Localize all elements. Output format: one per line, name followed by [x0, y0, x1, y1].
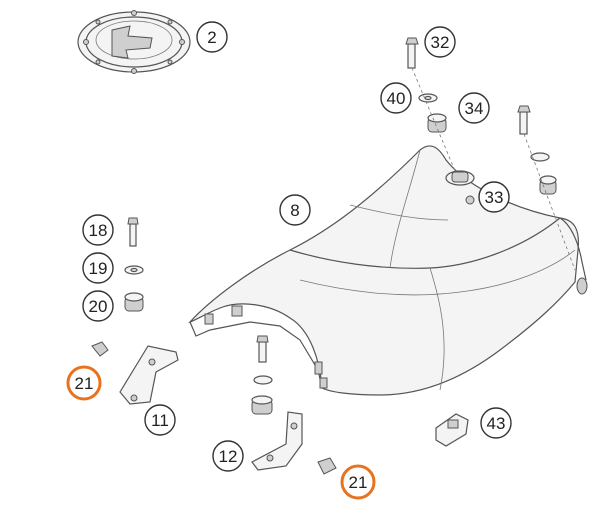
callout-label: 2 — [207, 28, 216, 47]
callout-label: 18 — [89, 221, 108, 240]
callout-layer: 2 32 40 34 33 8 18 19 20 21 11 12 43 21 — [66, 21, 512, 500]
callout-label: 8 — [290, 201, 299, 220]
callout-32: 32 — [424, 26, 456, 58]
callout-label: 43 — [487, 414, 506, 433]
callout-label: 11 — [151, 411, 169, 430]
callout-18: 18 — [82, 214, 114, 246]
callout-label: 12 — [219, 447, 238, 466]
bracket-11-part — [91, 341, 179, 405]
callout-2: 2 — [196, 21, 228, 53]
hardware-stack-right — [405, 37, 576, 271]
callout-43: 43 — [480, 407, 512, 439]
callout-19: 19 — [82, 252, 114, 284]
callout-20: 20 — [82, 290, 114, 322]
bracket-12-part — [251, 335, 337, 475]
callout-label: 21 — [349, 473, 368, 492]
callout-11: 11 — [144, 404, 176, 436]
callout-21-highlighted: 21 — [66, 365, 102, 401]
callout-label: 19 — [89, 259, 108, 278]
seat-part — [188, 145, 588, 396]
hardware-stack-left — [124, 217, 144, 312]
callout-12: 12 — [212, 440, 244, 472]
callout-label: 21 — [75, 374, 94, 393]
clip-43-part — [435, 413, 469, 447]
callout-34: 34 — [458, 92, 490, 124]
callout-label: 32 — [431, 33, 450, 52]
callout-8: 8 — [279, 194, 311, 226]
fuel-cap-part — [77, 10, 191, 74]
callout-33: 33 — [478, 181, 510, 213]
callout-label: 20 — [89, 297, 108, 316]
callout-label: 40 — [387, 89, 406, 108]
callout-label: 34 — [465, 99, 484, 118]
callout-40: 40 — [380, 82, 412, 114]
callout-21-highlighted: 21 — [340, 464, 376, 500]
callout-label: 33 — [485, 188, 504, 207]
